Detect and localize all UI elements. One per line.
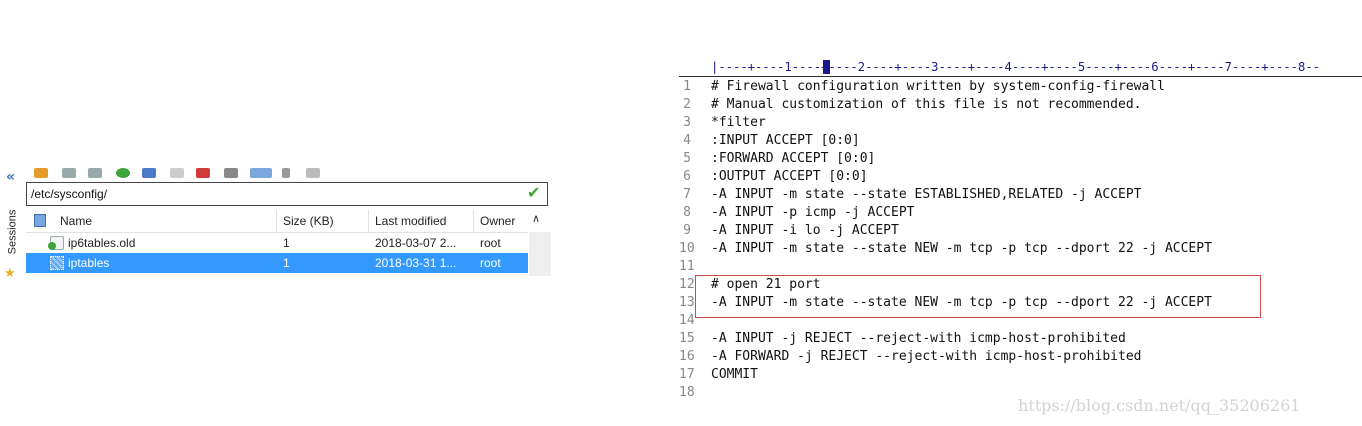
upload-icon[interactable] xyxy=(142,168,156,178)
code-line[interactable] xyxy=(711,258,1351,276)
view-icon[interactable] xyxy=(250,168,272,178)
line-number: 11 xyxy=(679,259,695,274)
column-divider[interactable] xyxy=(368,210,369,232)
line-number: 13 xyxy=(679,295,695,310)
save-icon[interactable] xyxy=(88,168,102,178)
file-size: 1 xyxy=(283,256,290,270)
delete-icon[interactable] xyxy=(196,168,210,178)
column-owner[interactable]: Owner xyxy=(480,214,516,228)
new-icon[interactable] xyxy=(34,168,48,178)
file-modified: 2018-03-31 1... xyxy=(375,256,457,270)
collapse-icon[interactable]: « xyxy=(6,169,16,185)
column-name[interactable]: Name xyxy=(60,214,93,228)
code-line[interactable]: -A FORWARD -j REJECT --reject-with icmp-… xyxy=(711,349,1142,364)
file-type-icon[interactable] xyxy=(34,214,46,227)
line-number: 18 xyxy=(679,385,695,400)
path-value[interactable]: /etc/sysconfig/ xyxy=(31,187,108,201)
file-owner: root xyxy=(480,256,501,270)
file-list: Name Size (KB) Last modified Owner ∧ ip6… xyxy=(26,210,554,280)
line-number: 2 xyxy=(683,97,691,112)
column-modified[interactable]: Last modified xyxy=(375,214,447,228)
file-size: 1 xyxy=(283,236,290,250)
code-line[interactable]: COMMIT xyxy=(711,367,758,382)
ruler-caret xyxy=(823,60,830,74)
code-line[interactable]: # Manual customization of this file is n… xyxy=(711,97,1142,112)
scrollbar[interactable] xyxy=(529,232,551,276)
file-owner: root xyxy=(480,236,501,250)
sessions-label[interactable]: Sessions xyxy=(6,209,19,255)
line-number: 16 xyxy=(679,349,695,364)
column-divider[interactable] xyxy=(276,210,277,232)
sftp-panel: « Sessions ★ /etc/sysconfig/ ✔ Name Size… xyxy=(0,160,560,281)
star-icon[interactable]: ★ xyxy=(4,266,16,281)
code-area[interactable]: # Firewall configuration written by syst… xyxy=(711,78,1351,402)
code-line[interactable]: :INPUT ACCEPT [0:0] xyxy=(711,133,860,148)
code-line[interactable]: -A INPUT -m state --state NEW -m tcp -p … xyxy=(711,241,1212,256)
line-number: 12 xyxy=(679,277,695,292)
line-number: 14 xyxy=(679,313,695,328)
code-line[interactable]: -A INPUT -m state --state ESTABLISHED,RE… xyxy=(711,187,1142,202)
column-divider[interactable] xyxy=(473,210,474,232)
line-number: 4 xyxy=(683,133,691,148)
code-line[interactable]: -A INPUT -m state --state NEW -m tcp -p … xyxy=(711,295,1212,310)
file-row-iptables[interactable]: iptables 1 2018-03-31 1... root xyxy=(26,253,528,273)
file-name: ip6tables.old xyxy=(68,236,136,250)
file-name: iptables xyxy=(68,256,110,270)
sessions-sidebar[interactable]: « Sessions ★ xyxy=(2,166,22,281)
file-modified: 2018-03-07 2... xyxy=(375,236,457,250)
file-icon xyxy=(50,256,64,270)
line-number: 8 xyxy=(683,205,691,220)
line-number: 5 xyxy=(683,151,691,166)
code-line[interactable]: # Firewall configuration written by syst… xyxy=(711,79,1165,94)
line-number: 7 xyxy=(683,187,691,202)
line-number: 9 xyxy=(683,223,691,238)
line-number: 10 xyxy=(679,241,695,256)
props-icon[interactable] xyxy=(224,168,238,178)
highlight-annotation xyxy=(695,275,1261,318)
code-line[interactable]: :FORWARD ACCEPT [0:0] xyxy=(711,151,876,166)
line-number: 3 xyxy=(683,115,691,130)
file-icon xyxy=(48,236,64,250)
line-number: 1 xyxy=(683,79,691,94)
column-ruler: |----+----1----+----2----+----3----+----… xyxy=(679,58,1362,77)
line-number: 6 xyxy=(683,169,691,184)
code-line[interactable]: -A INPUT -j REJECT --reject-with icmp-ho… xyxy=(711,331,1126,346)
checkmark-icon[interactable]: ✔ xyxy=(527,183,541,202)
file-list-header: Name Size (KB) Last modified Owner xyxy=(26,210,528,233)
column-size[interactable]: Size (KB) xyxy=(283,214,334,228)
code-line[interactable]: # open 21 port xyxy=(711,277,821,292)
text-editor[interactable]: |----+----1----+----2----+----3----+----… xyxy=(679,58,1362,408)
sftp-toolbar xyxy=(28,164,328,178)
settings-icon[interactable] xyxy=(306,168,320,178)
code-line[interactable]: -A INPUT -i lo -j ACCEPT xyxy=(711,223,899,238)
scroll-up-icon[interactable]: ∧ xyxy=(532,212,541,225)
path-input[interactable]: /etc/sysconfig/ ✔ xyxy=(26,182,548,206)
line-number: 15 xyxy=(679,331,695,346)
key-icon[interactable] xyxy=(282,168,290,178)
watermark: https://blog.csdn.net/qq_35206261 xyxy=(1018,396,1301,415)
doc-icon[interactable] xyxy=(170,168,184,178)
ruler-scale: |----+----1----+----2----+----3----+----… xyxy=(711,60,1321,74)
line-number: 17 xyxy=(679,367,695,382)
refresh-icon[interactable] xyxy=(116,168,130,178)
code-line[interactable]: -A INPUT -p icmp -j ACCEPT xyxy=(711,205,915,220)
file-row-ip6tables-old[interactable]: ip6tables.old 1 2018-03-07 2... root xyxy=(26,233,528,253)
code-line[interactable]: :OUTPUT ACCEPT [0:0] xyxy=(711,169,868,184)
code-line[interactable]: *filter xyxy=(711,115,766,130)
folder-icon[interactable] xyxy=(62,168,76,178)
